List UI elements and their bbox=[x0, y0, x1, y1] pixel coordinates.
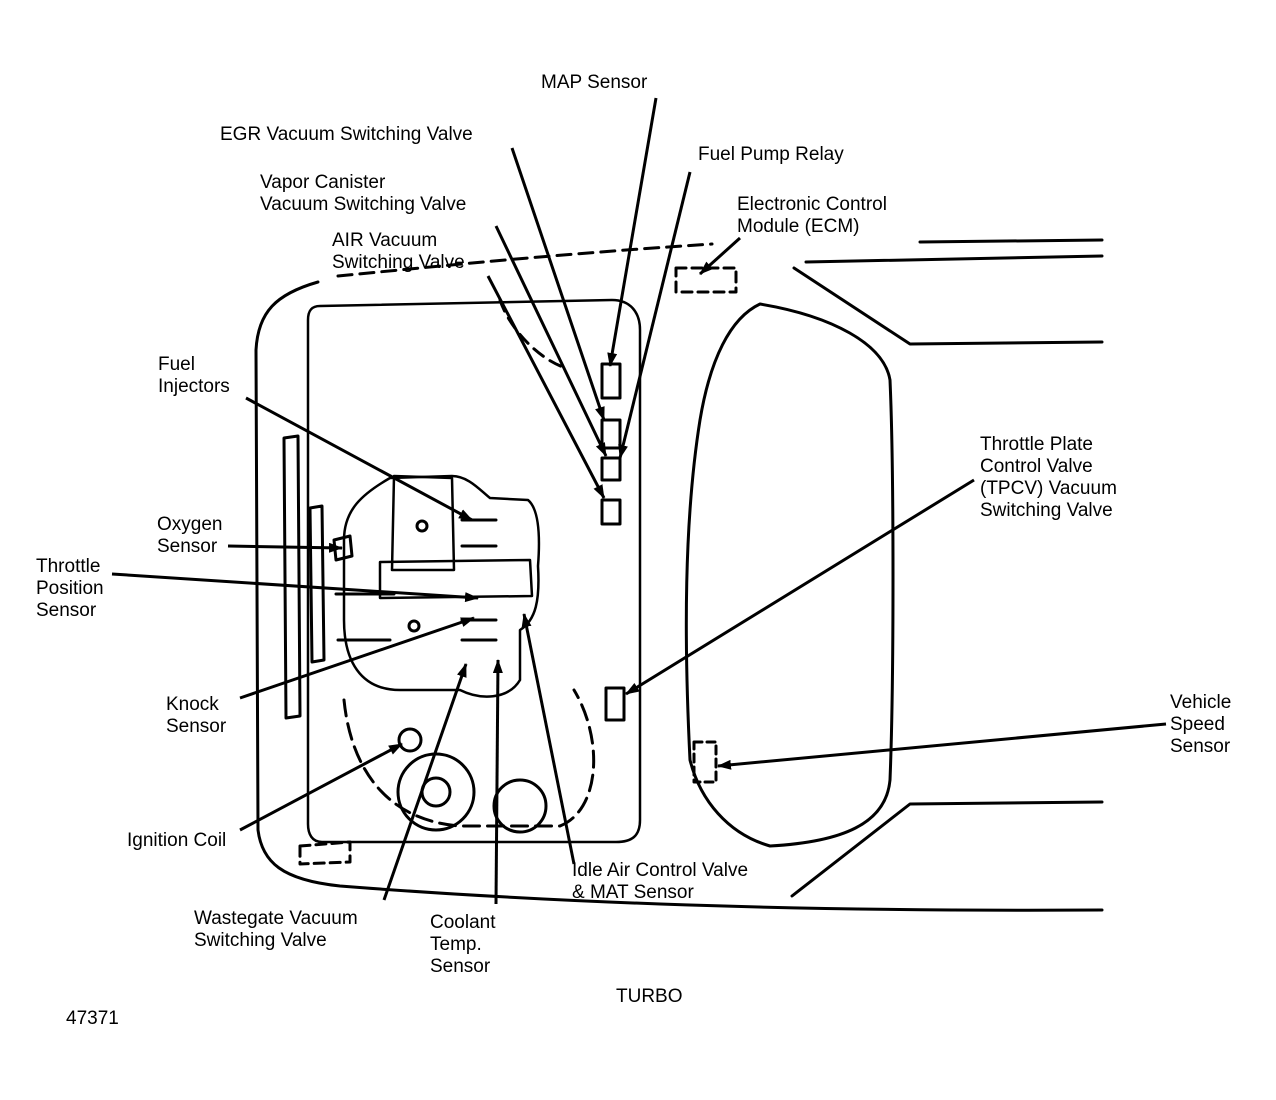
diagram-caption: TURBO bbox=[616, 986, 683, 1007]
ecm-box bbox=[674, 266, 738, 294]
throttle-position-leader bbox=[111, 572, 479, 603]
bolt-2 bbox=[407, 619, 421, 633]
tpcv-valve-box bbox=[604, 686, 626, 722]
vehicle-speed-label: Vehicle Speed Sensor bbox=[1170, 692, 1232, 757]
ignition-coil-label: Ignition Coil bbox=[127, 830, 227, 851]
fuel-pump-relay-label: Fuel Pump Relay bbox=[698, 144, 844, 165]
ecm-label: Electronic Control Module (ECM) bbox=[737, 194, 887, 237]
vehicle-speed-leader bbox=[717, 722, 1167, 770]
knock-sensor-leader bbox=[239, 616, 475, 700]
bolt-1 bbox=[415, 519, 429, 533]
egr-valve-label: EGR Vacuum Switching Valve bbox=[220, 124, 473, 145]
fender-outline bbox=[254, 280, 1104, 912]
air-valve-label: AIR Vacuum Switching Valve bbox=[332, 230, 465, 273]
figure-number: 47371 bbox=[66, 1008, 119, 1029]
pulley-right bbox=[492, 778, 548, 834]
coil-connector bbox=[397, 727, 423, 753]
ecm-leader bbox=[698, 236, 742, 276]
throttle-body bbox=[378, 558, 534, 600]
idle-air-label: Idle Air Control Valve & MAT Sensor bbox=[572, 860, 749, 903]
intake-plenum bbox=[390, 474, 456, 572]
ignition-coil-leader bbox=[239, 742, 403, 832]
inner-strip bbox=[308, 504, 326, 664]
fuel-injectors-label: Fuel Injectors bbox=[158, 354, 230, 397]
vapor-canister-label: Vapor Canister Vacuum Switching Valve bbox=[260, 172, 467, 215]
fuel-injectors-leader bbox=[245, 396, 473, 522]
injector-rail bbox=[460, 518, 498, 642]
door-line-lower bbox=[790, 800, 1104, 898]
roof-line-top bbox=[918, 238, 1104, 244]
coolant-temp-leader bbox=[492, 659, 503, 905]
map-sensor-box bbox=[600, 362, 622, 400]
air-valve-box bbox=[600, 498, 622, 526]
wastegate-label: Wastegate Vacuum Switching Valve bbox=[194, 908, 358, 951]
throttle-position-label: Throttle Position Sensor bbox=[36, 556, 104, 621]
engine-lower-outline bbox=[342, 688, 596, 828]
tpcv-label: Throttle Plate Control Valve (TPCV) Vacu… bbox=[980, 434, 1117, 521]
oxygen-sensor-leader bbox=[227, 542, 343, 553]
map-sensor-leader bbox=[607, 97, 658, 367]
map-sensor-label: MAP Sensor bbox=[541, 72, 648, 93]
exhaust-manifold bbox=[332, 534, 396, 642]
vapor-canister-leader bbox=[494, 225, 608, 457]
cowl-panel bbox=[684, 302, 895, 848]
knock-sensor-label: Knock Sensor bbox=[166, 694, 227, 737]
egr-valve-leader bbox=[510, 147, 606, 421]
windshield-line bbox=[792, 254, 1104, 346]
pulley-large bbox=[396, 752, 476, 832]
engine-housing bbox=[342, 474, 541, 698]
fender-strip bbox=[282, 434, 302, 720]
engine-bay-panel bbox=[306, 298, 642, 844]
hood-hinge-dashed bbox=[498, 298, 568, 370]
idle-air-leader bbox=[521, 613, 576, 865]
egr-valve-box bbox=[600, 418, 622, 450]
wastegate-leader bbox=[382, 663, 468, 901]
coolant-temp-label: Coolant Temp. Sensor bbox=[430, 912, 496, 977]
vapor-valve-box bbox=[600, 456, 622, 482]
oxygen-sensor-label: Oxygen Sensor bbox=[157, 514, 223, 557]
tpcv-leader bbox=[625, 478, 975, 696]
air-cleaner-dashed bbox=[298, 840, 352, 866]
fuel-pump-relay-leader bbox=[618, 171, 692, 459]
cowl-line bbox=[336, 242, 714, 278]
air-valve-leader bbox=[486, 275, 606, 499]
speed-sensor-box bbox=[692, 740, 718, 784]
